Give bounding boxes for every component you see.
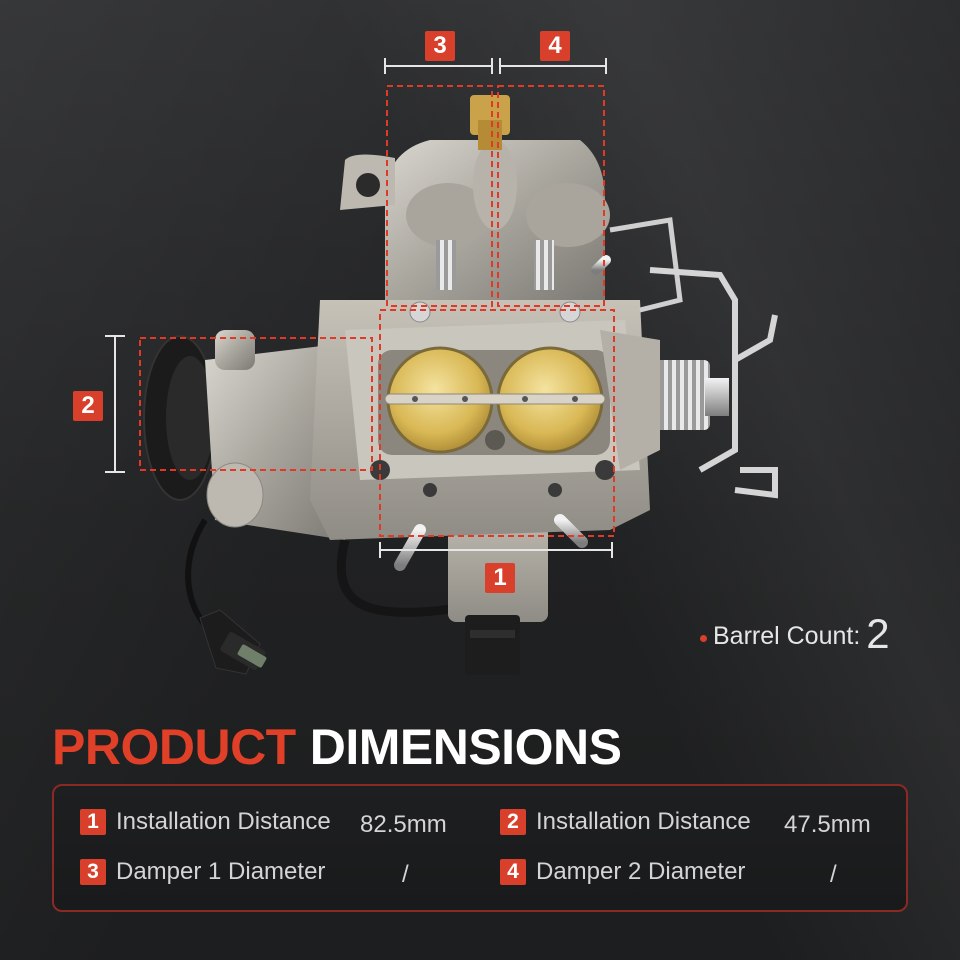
- barrel-count-label: Barrel Count:: [713, 622, 861, 650]
- spec-row-3: 3 Damper 1 Diameter /: [80, 858, 470, 890]
- callout-badge-1: 1: [485, 563, 515, 593]
- dimension-4-line: [499, 58, 607, 74]
- spec-row-1: 1 Installation Distance 82.5mm: [80, 808, 470, 840]
- callout-badge-4: 4: [540, 31, 570, 61]
- carburetor-illustration: [105, 58, 778, 675]
- bullet-dot-icon: [700, 635, 707, 642]
- spec-row-4: 4 Damper 2 Diameter /: [500, 858, 900, 890]
- spec-row-2: 2 Installation Distance 47.5mm: [500, 808, 900, 840]
- spec-panel: 1 Installation Distance 82.5mm 2 Installat…: [52, 784, 908, 912]
- dimension-2-line: [105, 335, 125, 473]
- callout-badge-2: 2: [73, 391, 103, 421]
- spec-value-4: /: [830, 861, 837, 888]
- spec-label-4: Damper 2 Diameter: [536, 858, 746, 885]
- spec-value-3: /: [402, 861, 409, 888]
- spec-badge-3: 3: [80, 859, 106, 885]
- dimension-3-line: [384, 58, 493, 74]
- spec-label-1: Installation Distance: [116, 808, 331, 835]
- dimension-1-line: [379, 542, 613, 558]
- spec-badge-4: 4: [500, 859, 526, 885]
- spec-badge-1: 1: [80, 809, 106, 835]
- spec-badge-2: 2: [500, 809, 526, 835]
- title-part-dimensions: DIMENSIONS: [309, 719, 622, 775]
- spec-value-2: 47.5mm: [784, 811, 871, 838]
- barrel-count: Barrel Count:2: [700, 610, 890, 658]
- barrel-count-value: 2: [866, 610, 890, 657]
- damper-1-box: [386, 85, 493, 307]
- title-part-product: PRODUCT: [52, 719, 296, 775]
- spec-value-1: 82.5mm: [360, 811, 447, 838]
- callout-badge-3: 3: [425, 31, 455, 61]
- installation-2-box: [139, 337, 373, 471]
- spec-label-3: Damper 1 Diameter: [116, 858, 326, 885]
- damper-2-box: [497, 85, 605, 307]
- spec-label-2: Installation Distance: [536, 808, 751, 835]
